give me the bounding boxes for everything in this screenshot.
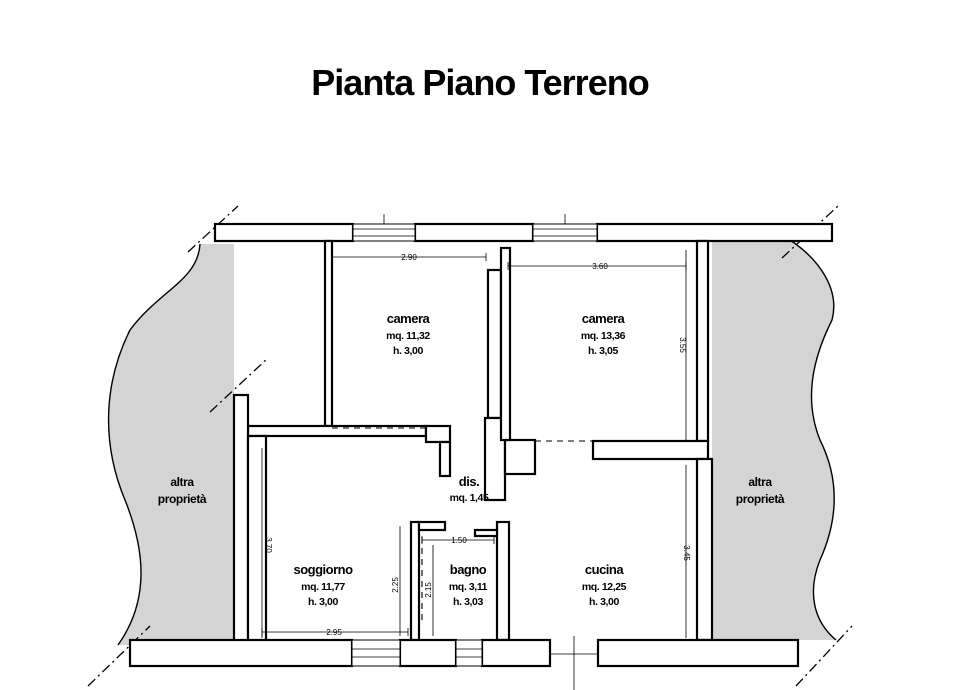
dimension-text: 1.50	[451, 536, 467, 545]
window	[455, 639, 483, 667]
break-line	[781, 205, 839, 259]
neighbor-label-line: altra	[748, 475, 772, 489]
wall	[128, 638, 354, 668]
wall	[232, 393, 250, 647]
wall	[595, 222, 834, 243]
dimension-line	[421, 536, 495, 544]
room-name: bagno	[450, 562, 487, 577]
room-label-cucina: cucina mq. 12,25 h. 3,00	[582, 562, 627, 608]
neighbor-label-right: altra proprietà	[736, 475, 786, 506]
wall	[473, 528, 499, 538]
room-height: h. 3,00	[589, 596, 619, 608]
neighbor-label-left: altra proprietà	[158, 475, 208, 506]
wall	[438, 440, 452, 478]
room-label-disimpegno: dis. mq. 1,45	[450, 474, 490, 504]
wall	[480, 638, 552, 668]
room-name: cucina	[585, 562, 624, 577]
dimension-line	[261, 628, 409, 636]
room-name: soggiorno	[293, 562, 353, 577]
room-name: camera	[582, 311, 626, 326]
room-area: mq. 1,45	[450, 492, 489, 504]
wall	[495, 520, 511, 642]
dimension-text: 2.15	[424, 582, 433, 598]
wall	[596, 638, 800, 668]
room-name: camera	[387, 311, 431, 326]
room-label-bagno: bagno mq. 3,11 h. 3,03	[449, 562, 488, 608]
wall	[695, 239, 710, 443]
room-label-camera-left: camera mq. 11,32 h. 3,00	[386, 311, 431, 357]
dimension-text: 3.60	[592, 262, 608, 271]
wall	[409, 520, 421, 642]
room-area: mq. 11,32	[386, 330, 430, 342]
window	[352, 214, 416, 242]
wall	[417, 520, 447, 532]
neighbor-left-edge	[107, 243, 201, 646]
wall	[695, 457, 714, 642]
dimension-text: 3.55	[678, 337, 687, 353]
window	[351, 639, 401, 667]
room-area: mq. 12,25	[582, 581, 627, 593]
room-height: h. 3,03	[453, 596, 483, 608]
wall	[398, 638, 458, 668]
wall	[413, 222, 535, 243]
room-height: h. 3,00	[308, 596, 338, 608]
neighbor-label-line: proprietà	[736, 492, 785, 506]
window	[532, 214, 598, 242]
room-area: mq. 11,77	[301, 581, 345, 593]
room-height: h. 3,05	[588, 345, 618, 357]
wall	[499, 246, 512, 442]
room-area: mq. 13,36	[581, 330, 626, 342]
wall	[424, 424, 452, 444]
wall	[486, 268, 503, 420]
neighbor-label-line: proprietà	[158, 492, 207, 506]
room-label-camera-right: camera mq. 13,36 h. 3,05	[581, 311, 626, 357]
page-title: Pianta Piano Terreno	[311, 62, 649, 103]
neighbor-right-area	[712, 240, 836, 640]
dimension-text: 2.25	[391, 577, 400, 593]
neighbor-left-area	[108, 244, 234, 645]
wall	[246, 434, 268, 647]
dimension-text: 2.95	[326, 628, 342, 637]
break-line	[209, 357, 269, 413]
room-name: dis.	[459, 474, 479, 489]
dimension-text: 3.70	[264, 537, 273, 553]
room-height: h. 3,00	[393, 345, 423, 357]
room-area: mq. 3,11	[449, 581, 488, 593]
dimension-text: 3.45	[682, 545, 691, 561]
break-line	[795, 625, 853, 687]
neighbor-label-line: altra	[170, 475, 194, 489]
neighbor-right-edge	[789, 239, 837, 641]
wall	[323, 239, 334, 428]
wall	[213, 222, 355, 243]
wall	[503, 438, 537, 476]
entrance-door	[550, 636, 598, 690]
break-line	[87, 625, 151, 687]
dimension-line	[331, 253, 487, 261]
room-label-soggiorno: soggiorno mq. 11,77 h. 3,00	[293, 562, 353, 608]
wall	[591, 439, 710, 461]
dimension-text: 2.90	[401, 253, 417, 262]
